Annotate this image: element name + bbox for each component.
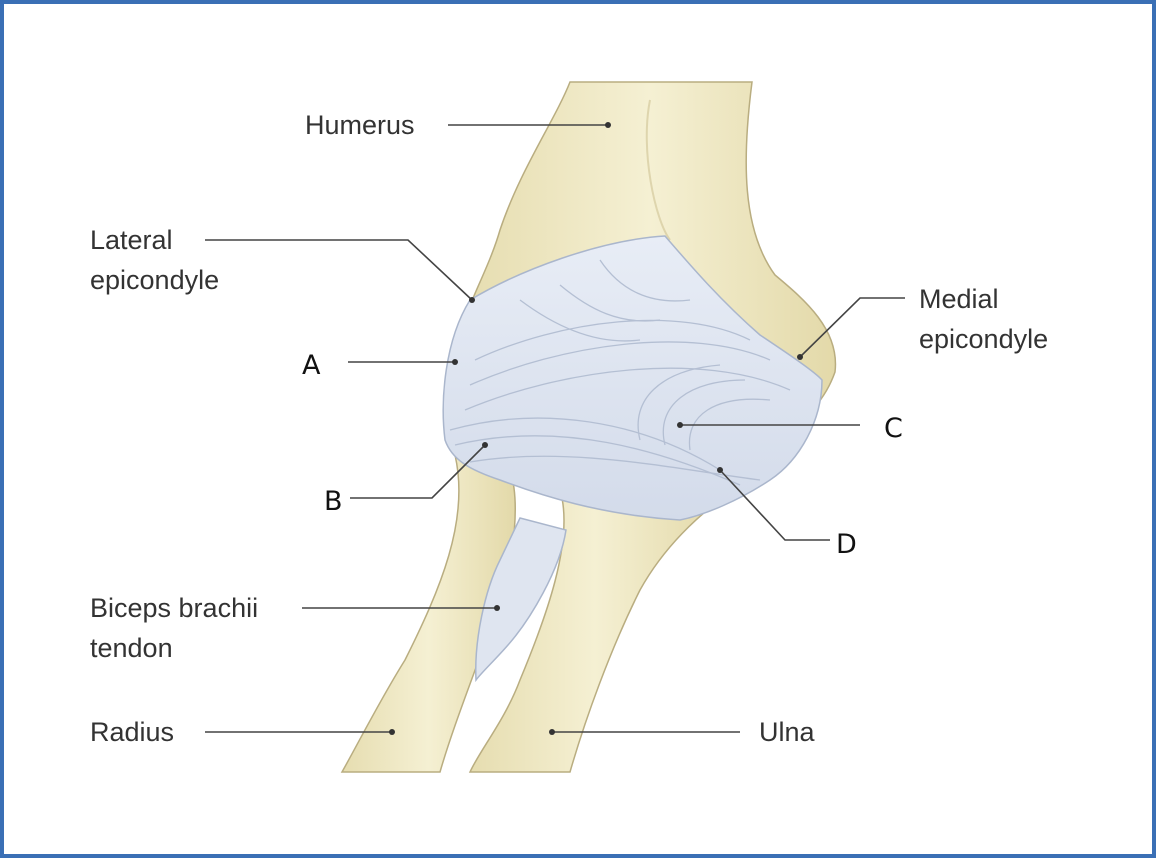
leader-lateral-epicondyle — [205, 239, 473, 301]
label-lateral-epicondyle-line1: Lateral — [90, 225, 173, 255]
label-radius: Radius — [90, 717, 175, 747]
ligament-capsule — [442, 235, 823, 521]
leader-b — [350, 444, 486, 499]
label-lateral-epicondyle-line2: epicondyle — [90, 265, 220, 295]
ligament-fibers — [449, 259, 791, 486]
label-ulna: Ulna — [759, 717, 815, 747]
humerus-shading — [645, 99, 671, 241]
label-medial-epicondyle-line1: Medial — [919, 284, 999, 314]
letter-b: B — [324, 486, 343, 517]
leader-lines — [205, 124, 905, 733]
label-medial-epicondyle-line2: epicondyle — [919, 324, 1049, 354]
letter-d: D — [836, 529, 857, 560]
letter-a: A — [302, 350, 321, 381]
leader-dots — [389, 122, 803, 735]
leader-d — [719, 469, 830, 541]
elbow-illustration — [205, 81, 905, 773]
letter-c: C — [884, 413, 903, 444]
label-humerus: Humerus — [305, 110, 415, 140]
biceps-tendon — [475, 517, 567, 683]
ulna-bone — [468, 489, 723, 773]
label-biceps-tendon-line1: Biceps brachii — [90, 593, 259, 623]
label-biceps-tendon-line2: tendon — [90, 633, 173, 663]
leader-medial-epicondyle — [799, 297, 905, 358]
